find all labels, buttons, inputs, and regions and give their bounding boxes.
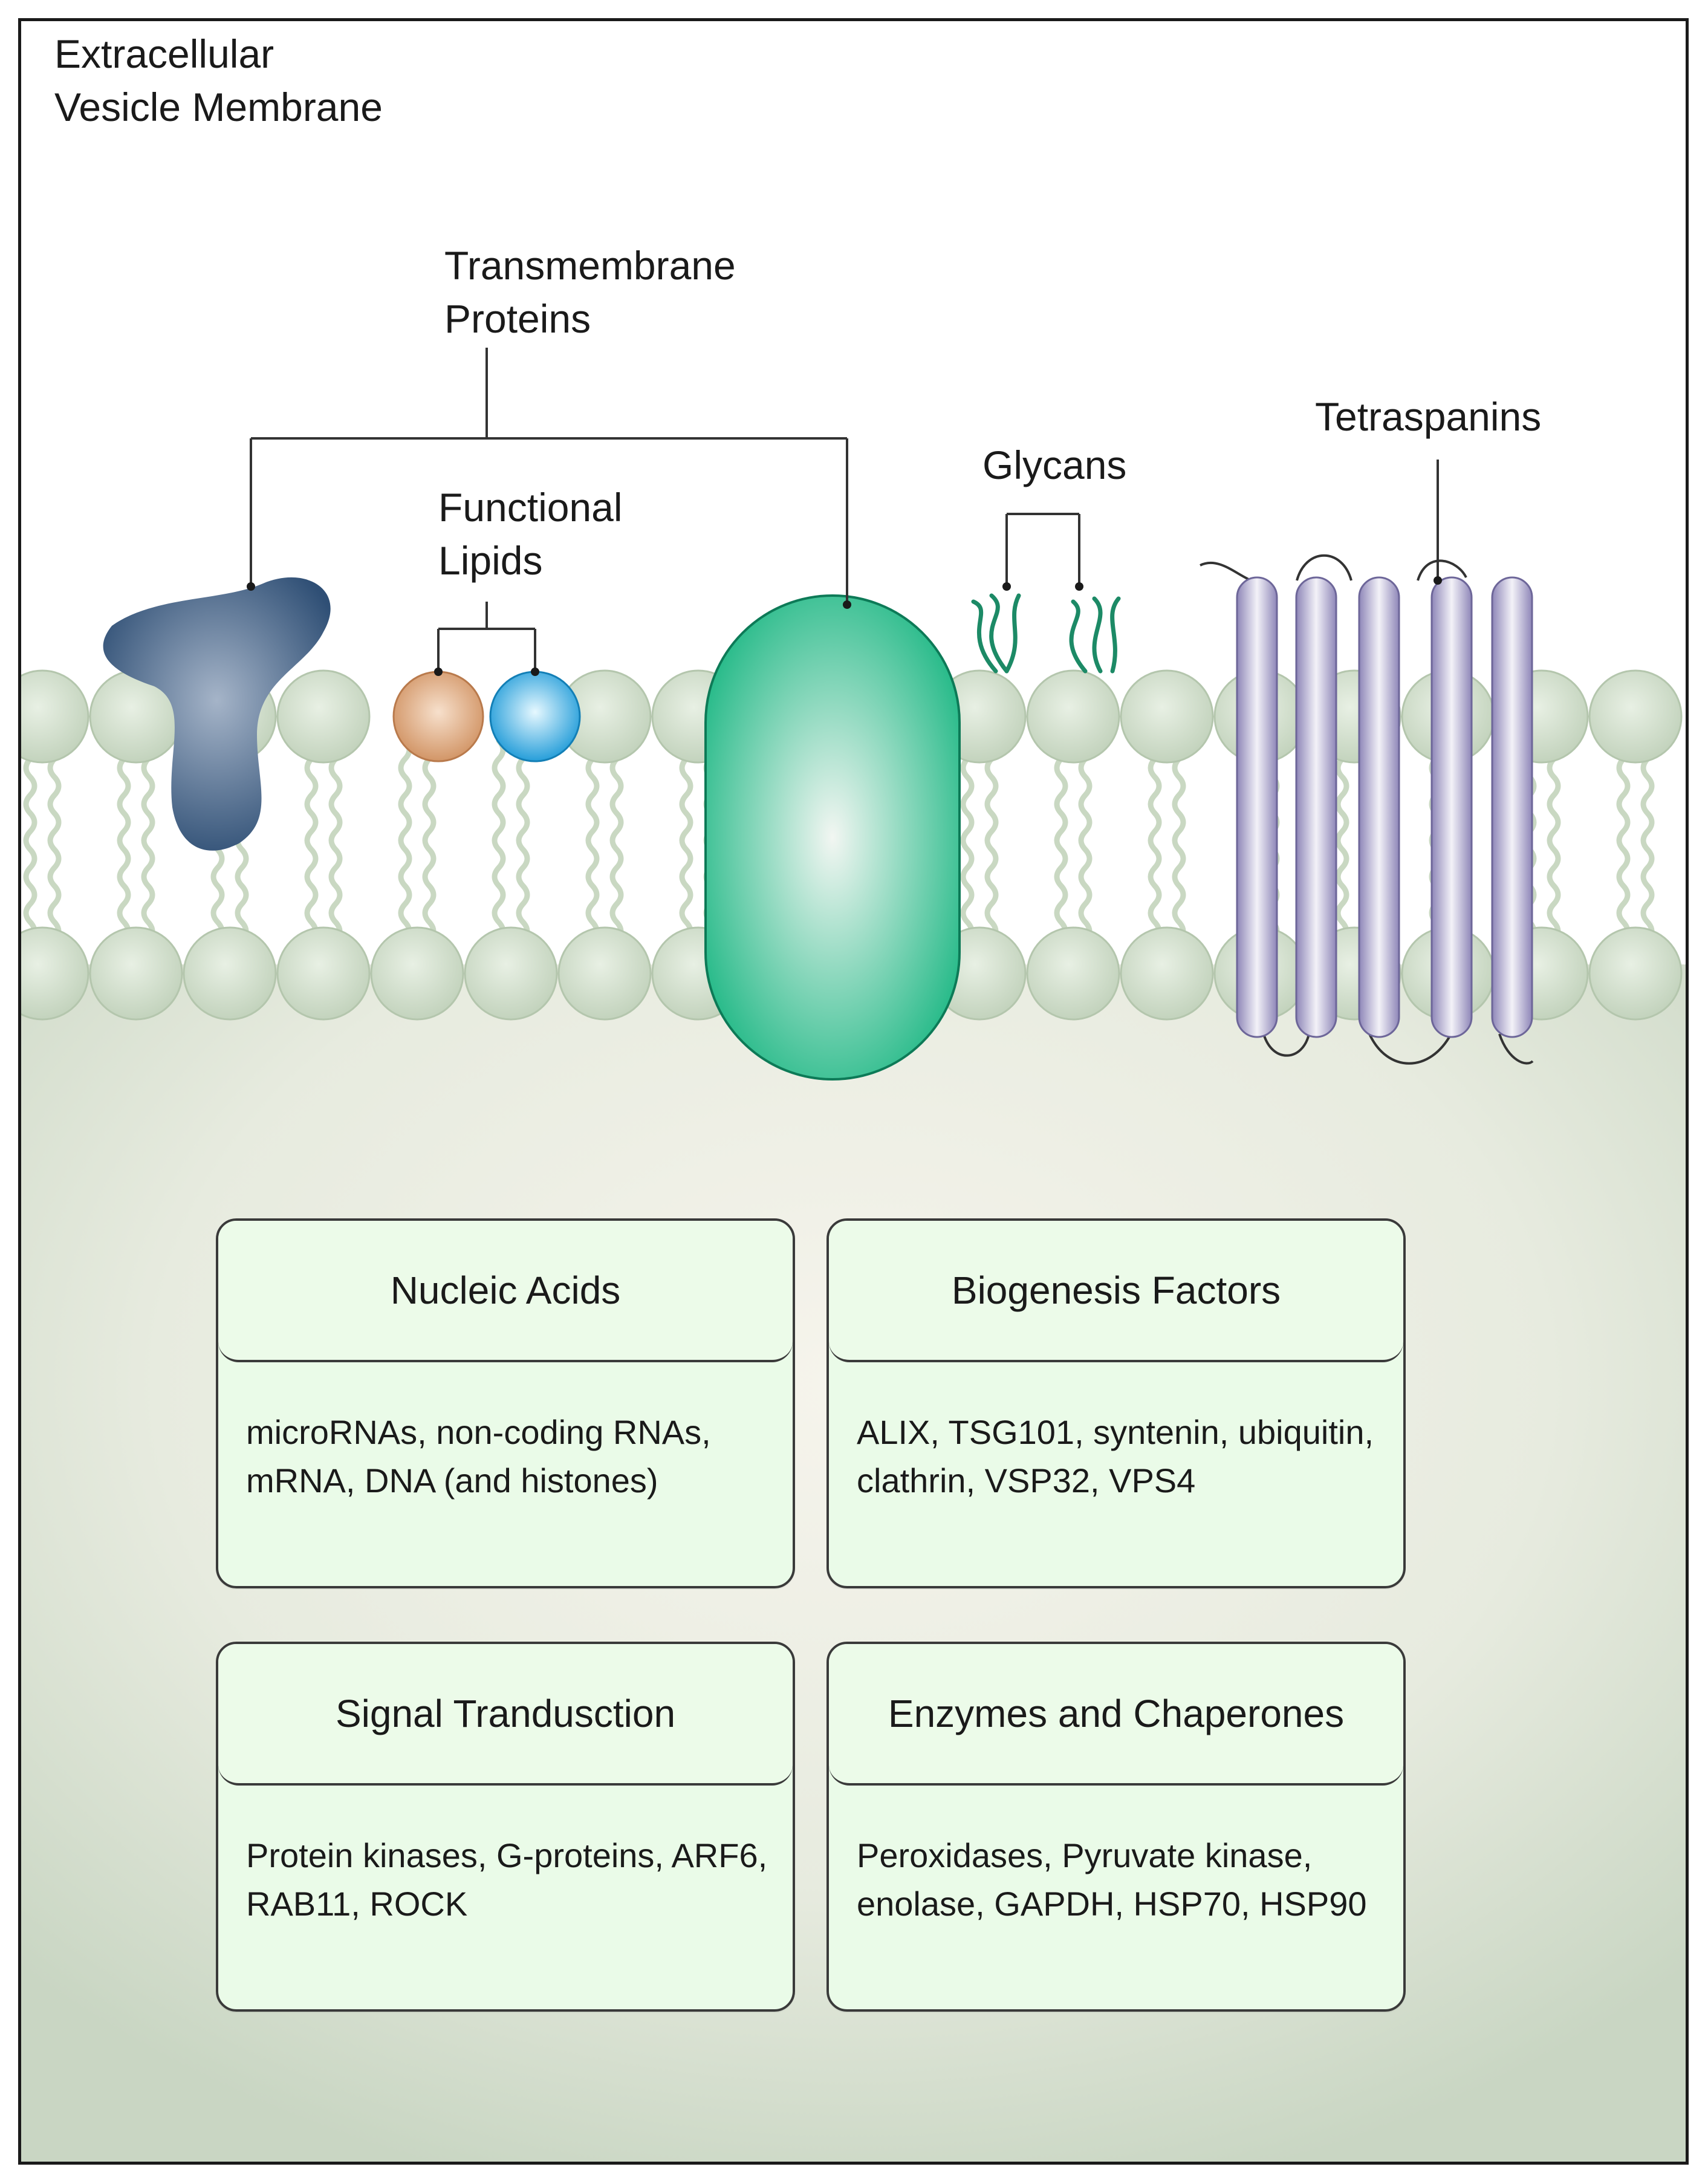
card-title: Enzymes and Chaperones [829,1644,1403,1786]
lipid-head [1588,669,1683,764]
card-title: Biogenesis Factors [829,1221,1403,1362]
tetraspanins-label: Tetraspanins [1315,394,1542,439]
glycans-label: Glycans [982,443,1127,487]
card-text: microRNAs, non-coding RNAs, mRNA, DNA (a… [246,1413,711,1500]
membrane-label: Extracellular Vesicle Membrane [54,31,383,129]
lipid-head [183,926,277,1021]
lipid-tail [117,738,131,961]
lipid-tail [1172,738,1186,961]
callout-lines [250,348,1439,672]
enzymes-chaperones-card: Enzymes and Chaperones Peroxidases, Pyru… [826,1642,1406,2012]
lipid-head [1588,926,1683,1021]
cyan-lipid-head [489,671,581,762]
lipid-head [276,926,371,1021]
card-title: Signal Trandusction [218,1644,793,1786]
lipid-head [21,926,89,1021]
lipid-tail [1078,738,1093,961]
lipid-tail [984,738,999,961]
lipid-tail [516,738,530,961]
lipid-tail [1335,738,1349,961]
lipid-head [1026,669,1120,764]
lipid-tail [141,738,155,961]
lipid-head [1026,926,1120,1021]
lipid-tail [23,738,37,961]
lipid-head [370,926,464,1021]
orange-lipid-head [392,671,484,762]
lipid-tail [1148,738,1162,961]
lipid-head [464,926,558,1021]
lipid-head [89,926,183,1021]
card-text: ALIX, TSG101, syntenin, ubiquitin, clath… [857,1413,1374,1500]
tetraspanin-protein [1200,554,1534,1065]
functional-lipids-label: Functional Lipids [438,485,623,583]
lipid-tail [422,738,437,961]
biogenesis-factors-card: Biogenesis Factors ALIX, TSG101, synteni… [826,1218,1406,1588]
lipid-tail [328,738,343,961]
lipid-tail [492,738,506,961]
lipid-tail [1054,738,1068,961]
blue-transmembrane-protein [103,577,331,851]
lipid-tail [304,738,319,961]
lipid-tail [679,738,693,961]
lipid-head [276,669,371,764]
transmembrane-proteins-label: Transmembrane Proteins [444,243,736,341]
lipid-head [557,926,652,1021]
lipid-tail [960,738,975,961]
lipid-tail [1616,738,1631,961]
membrane-diagram [21,348,1686,2162]
card-text: Protein kinases, G-proteins, ARF6, RAB11… [246,1836,768,1923]
lipid-tail [585,738,600,961]
lipid-tail [609,738,624,961]
callout-dots [247,576,1442,676]
green-transmembrane-protein [704,594,961,1081]
lipid-tail [47,738,62,961]
lipid-tail [398,738,412,961]
diagram-frame: Extracellular Vesicle Membrane Transmemb… [18,18,1689,2165]
lipid-head [1120,926,1214,1021]
card-title: Nucleic Acids [218,1221,793,1362]
lipid-head [1120,669,1214,764]
nucleic-acids-card: Nucleic Acids microRNAs, non-coding RNAs… [216,1218,795,1588]
signal-transduction-card: Signal Trandusction Protein kinases, G-p… [216,1642,795,2012]
lipid-tail [1547,738,1561,961]
glycan-chains [971,593,1121,674]
card-text: Peroxidases, Pyruvate kinase, enolase, G… [857,1836,1367,1923]
lipid-head [21,669,89,764]
lipid-tail [1640,738,1655,961]
